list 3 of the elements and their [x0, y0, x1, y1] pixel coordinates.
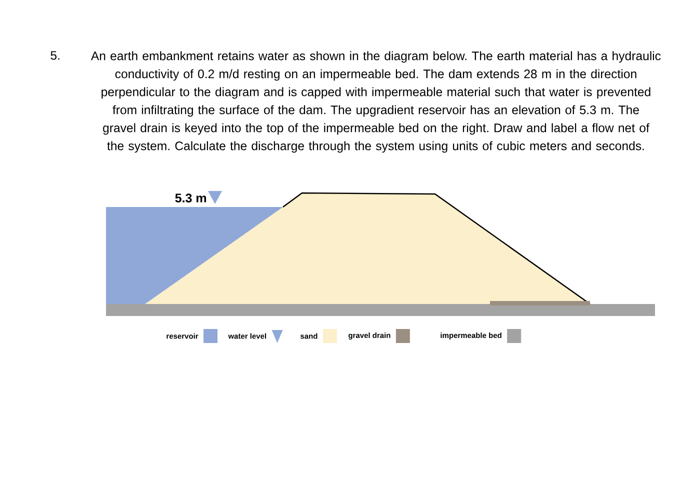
elevation-label: 5.3 m [175, 194, 206, 202]
question-number: 5. [50, 51, 60, 60]
question-text: An earth embankment retains water as shown in the diagram below. The earth material has a hydraulic conductivity of 0.2 m/d resting on an impermeable bed. The dam extends 28 m in the direction perpendicular to the diagram and is capped with impermeable material such that water is prevented from infiltrating the surface of the dam. The upgradient reservoir has an elevation of 5.3 m. The gravel drain is keyed into the top of the impermeable bed on the right. Draw and label a flow net of the system. Calculate the discharge through the system using units of cubic meters and seconds. [90, 51, 661, 153]
